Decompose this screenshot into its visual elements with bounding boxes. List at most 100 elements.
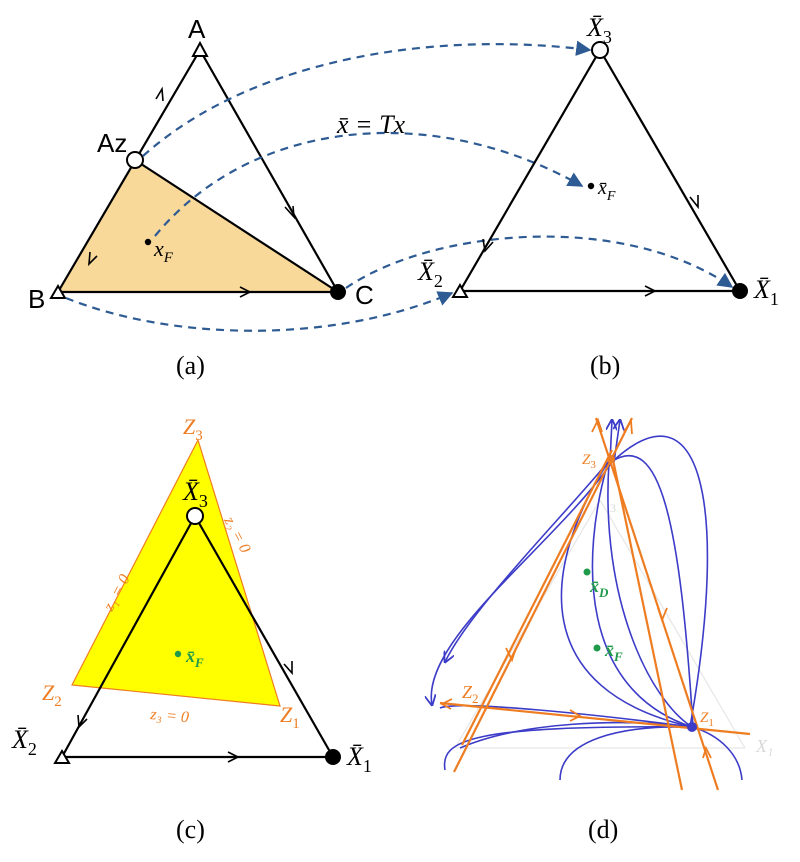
mapping-arrows [65,40,734,332]
trajectory [443,726,693,771]
vertex-a-triangle [191,40,209,57]
arrow-head [239,286,252,298]
point-xf-dot [144,238,152,246]
vertex-x1-dot [325,749,341,765]
label-x3: X̄3 [586,13,612,47]
caption-a: (a) [176,351,205,380]
label-xf: xF [153,236,174,266]
label-x2: X̄2 [11,725,37,759]
fixed-point-z3 [607,455,615,463]
trajectory [607,461,693,728]
trajectory [445,461,609,662]
edge-x3-x2 [459,49,601,292]
feasible-region [71,438,281,707]
label-x1: X̄1 [753,275,779,309]
invariant-line [439,701,751,736]
label-xbarf: x̄F [185,646,204,670]
edge-az-c [134,159,339,293]
panel-c: Z3 Z2 Z1 z₁ = 0 z₂ = 0 z₃ = 0 X̄3 X̄2 X̄… [11,414,372,844]
label-x1: X̄1 [346,742,372,776]
edge-x3-x1 [599,49,741,292]
fixed-point-z1 [687,722,697,732]
label-x2: X̄2 [417,257,443,291]
caption-b: (b) [590,351,620,380]
label-z1: Z1 [280,702,300,732]
label-xbarf: x̄F [604,640,623,664]
edge-a-b [57,49,201,293]
edge-x3-x1 [194,515,334,758]
panel-b: X̄3 X̄2 X̄1 x̄F (b) [417,13,779,380]
faint-label-3: 3 [610,501,616,515]
label-z3: Z3 [582,452,596,471]
label-az: Az [97,128,127,158]
arrow-head [440,698,453,710]
panel-d: X₁ 3 [431,417,773,844]
arrow-head [283,661,293,676]
label-a: A [188,14,206,44]
arrow-head [482,238,494,253]
arrow-head [155,86,164,102]
arrow-head [284,205,296,220]
arrow-head [689,195,699,210]
faint-label-x1: X₁ [755,736,773,756]
label-xbard: x̄D [589,576,609,600]
trajectory [439,704,693,728]
arrow-head [657,607,668,623]
point-xbarf-dot [593,644,601,652]
arrow-head [88,251,98,267]
panel-a: A Az B C xF x̄ = Tx (a) [28,14,406,380]
arrow-head [569,709,582,722]
label-x3: X̄3 [182,477,208,511]
label-z2: Z2 [42,680,62,710]
arrow-head [591,417,603,433]
shaded-subtriangle [58,160,338,292]
invariant-line [594,417,720,791]
label-xbarf: x̄F [597,177,616,204]
vertex-b-triangle [49,284,67,299]
label-c: C [355,280,374,310]
caption-d: (d) [588,815,618,844]
edge-x3-x2 [61,515,196,758]
map-arrow-xf-to-xbarf [154,132,584,237]
point-xbarf-dot [587,182,595,190]
invariant-line [461,449,613,746]
trajectory [431,461,613,705]
edge-a-c [199,49,339,293]
arrow-head [227,751,240,763]
invariant-line [610,454,684,791]
vertex-x2-triangle [53,749,71,764]
arrow-head [702,745,712,759]
vertex-x3-circle [591,41,609,59]
trajectory [591,461,693,728]
arrow-head [77,714,88,729]
vertex-x2-triangle [451,283,469,298]
trajectory [611,435,709,728]
invariant-lines [439,417,751,791]
arrow-head [644,285,657,297]
trajectory [559,726,693,781]
caption-c: (c) [176,815,205,844]
label-b: B [28,284,45,314]
label-edge-z3: z₃ = 0 [149,706,190,726]
label-z3: Z3 [183,414,203,444]
trajectory [610,455,694,728]
map-arrow-b-to-x2 [65,291,454,332]
label-z2: Z2 [462,682,479,706]
trajectory [459,721,693,749]
vertex-x1-dot [732,283,748,299]
point-xbard-dot [583,568,591,576]
arrow-head [505,647,517,663]
invariant-line [453,417,633,773]
vertex-az-circle [126,151,144,169]
trajectory [614,420,620,463]
label-z1: Z1 [700,710,714,729]
faint-edge [599,499,746,749]
map-label: x̄ = Tx [336,110,406,139]
point-xbarf-dot [174,650,182,658]
arrow-head [623,418,633,435]
vertex-x3-circle [186,507,204,525]
map-arrow-az-to-x3 [142,40,592,157]
vertex-c-dot [330,284,346,300]
map-arrow-c-to-x1 [345,235,734,289]
